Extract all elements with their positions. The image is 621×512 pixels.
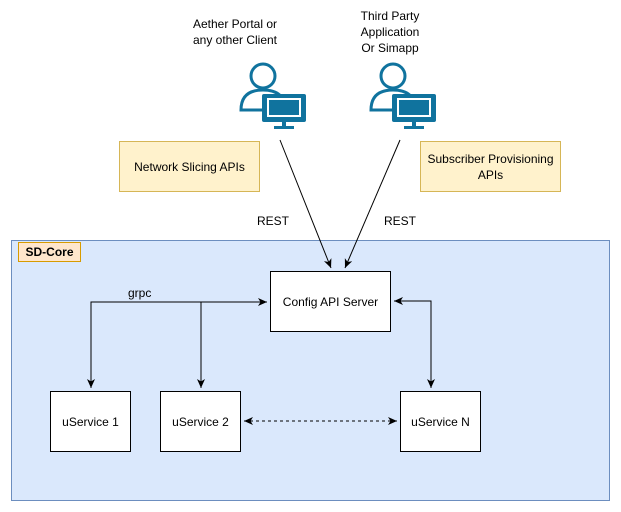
client-left-label: Aether Portal or any other Client <box>192 17 278 47</box>
subscriber-provisioning-apis-note: Subscriber Provisioning APIs <box>420 141 561 192</box>
sd-core-title: SD-Core <box>18 242 81 262</box>
user-computer-icon <box>239 62 306 129</box>
user-computer-icon <box>369 62 436 129</box>
rest-right-label: REST <box>384 214 417 228</box>
uservice-2-node: uService 2 <box>160 391 241 452</box>
config-api-server-node: Config API Server <box>270 271 391 332</box>
network-slicing-apis-note: Network Slicing APIs <box>119 141 260 192</box>
client-right-label: Third Party Application Or Simapp <box>360 9 420 55</box>
uservice-1-node: uService 1 <box>50 391 131 452</box>
grpc-label: grpc <box>128 286 152 300</box>
uservice-n-node: uService N <box>400 391 481 452</box>
rest-left-label: REST <box>257 214 290 228</box>
